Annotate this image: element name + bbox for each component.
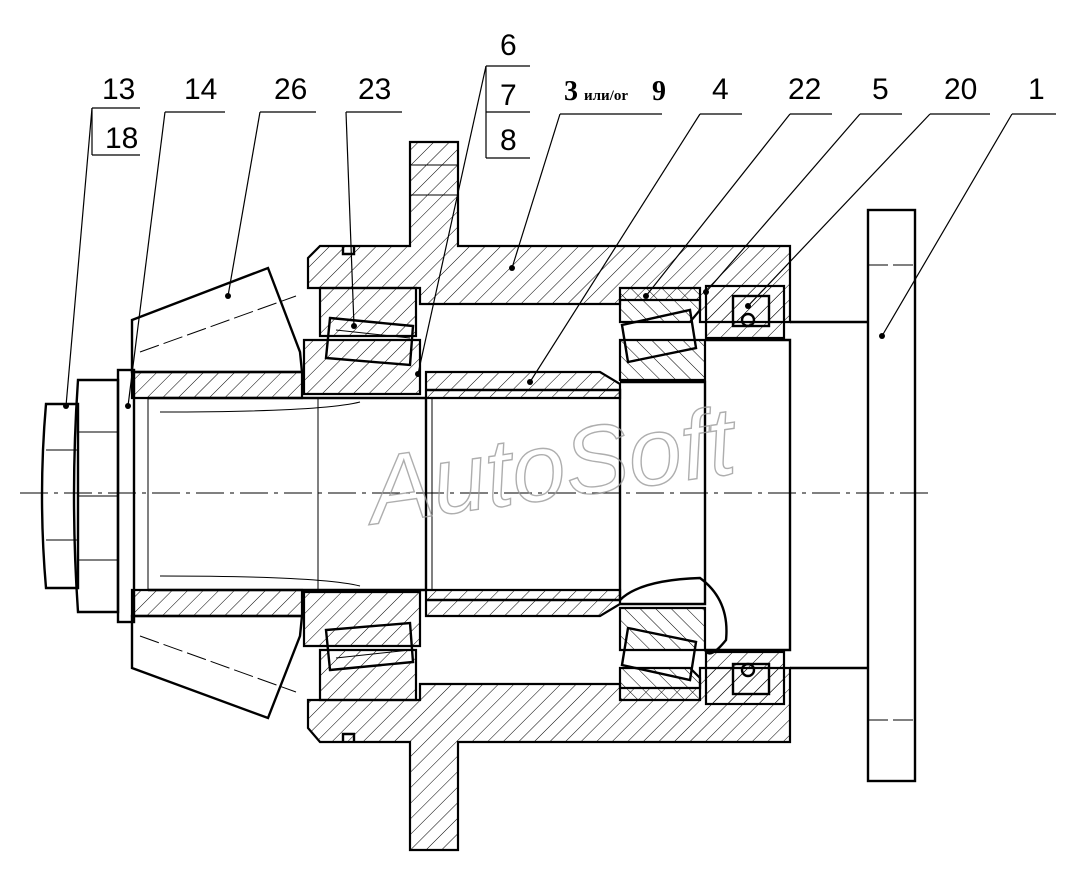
inner-bearing — [302, 286, 422, 702]
callout-labels: 13 18 14 26 23 6 7 8 3 или/or 9 4 22 5 2… — [102, 29, 1045, 157]
hub-cone — [130, 266, 304, 720]
callout-6: 6 — [500, 29, 517, 62]
callout-or-word: или/or — [584, 88, 628, 104]
callout-20: 20 — [944, 73, 977, 106]
callout-14: 14 — [184, 73, 217, 106]
callout-7: 7 — [500, 79, 517, 112]
leader-lines — [63, 65, 1056, 409]
nut — [40, 378, 120, 614]
callout-22: 22 — [788, 73, 821, 106]
housing — [306, 140, 792, 852]
callout-3: 3 — [564, 76, 578, 107]
spacer-sleeve — [424, 370, 622, 618]
flange-plate — [790, 208, 917, 783]
callout-23: 23 — [358, 73, 391, 106]
callout-18: 18 — [105, 122, 138, 155]
callout-1: 1 — [1028, 73, 1045, 106]
washer — [116, 368, 149, 624]
callout-5: 5 — [872, 73, 889, 106]
callout-8: 8 — [500, 124, 517, 157]
seal — [704, 284, 786, 706]
callout-26: 26 — [274, 73, 307, 106]
callout-4: 4 — [712, 73, 729, 106]
watermark: AutoSoft — [357, 387, 745, 545]
callout-9: 9 — [652, 76, 666, 107]
outer-bearing — [618, 286, 707, 702]
callout-13: 13 — [102, 73, 135, 106]
